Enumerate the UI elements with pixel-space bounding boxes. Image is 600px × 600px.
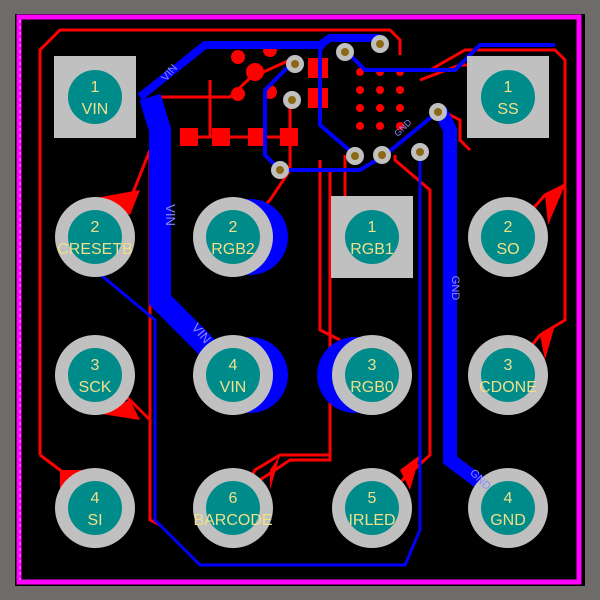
- pad-net-name: VIN: [82, 101, 109, 118]
- pad-net-name: GND: [490, 512, 526, 529]
- pad-net-name: SI: [87, 512, 102, 529]
- pad-ss: 1SS: [467, 56, 549, 138]
- board-outline: [16, 14, 582, 585]
- pad-number: 1: [504, 79, 513, 96]
- pad-center: [481, 348, 535, 402]
- pad-net-name: SCK: [79, 379, 112, 396]
- pad-number: 2: [229, 219, 238, 236]
- pad-number: 4: [91, 490, 100, 507]
- pad-number: 4: [504, 490, 513, 507]
- pad-center: [206, 481, 260, 535]
- pad-number: 3: [504, 357, 513, 374]
- pad-net-name: BARCODE: [193, 512, 272, 529]
- pad-number: 3: [91, 357, 100, 374]
- pad-number: 6: [229, 490, 238, 507]
- vias: [271, 35, 447, 179]
- pad-center: [68, 348, 122, 402]
- pad-net-name: IRLED: [348, 512, 395, 529]
- via-holes: [276, 40, 442, 174]
- pad-number: 2: [91, 219, 100, 236]
- component-pads: 1VIN1SS2CRESETB2RGB21RGB12SO3SCK4VIN3RGB…: [54, 56, 549, 548]
- pad-so: 2SO: [468, 197, 548, 277]
- pad-net-name: VIN: [220, 379, 247, 396]
- pad-net-name: RGB2: [211, 241, 255, 258]
- pad-center: [68, 481, 122, 535]
- pad-number: 5: [368, 490, 377, 507]
- pad-center: [481, 70, 535, 124]
- pad-net-name: SO: [496, 241, 519, 258]
- pad-net-name: CDONE: [479, 379, 537, 396]
- pad-center: [206, 210, 260, 264]
- pad-number: 1: [91, 79, 100, 96]
- pad-center: [345, 348, 399, 402]
- pad-center: [68, 210, 122, 264]
- pad-net-name: RGB1: [350, 241, 394, 258]
- pad-net-name: RGB0: [350, 379, 394, 396]
- pad-number: 3: [368, 357, 377, 374]
- pad-number: 4: [229, 357, 238, 374]
- pad-center: [345, 210, 399, 264]
- pad-number: 1: [368, 219, 377, 236]
- pad-center: [481, 481, 535, 535]
- pad-center: [345, 481, 399, 535]
- pad-net-name: SS: [497, 101, 518, 118]
- pad-number: 2: [504, 219, 513, 236]
- net-label-gnd-1: GND: [449, 276, 461, 301]
- pad-si: 4SI: [55, 468, 135, 548]
- pad-center: [68, 70, 122, 124]
- pad-center: [481, 210, 535, 264]
- pad-net-name: CRESETB: [57, 241, 133, 258]
- pad-center: [206, 348, 260, 402]
- net-label-vin-2: VIN: [163, 204, 178, 226]
